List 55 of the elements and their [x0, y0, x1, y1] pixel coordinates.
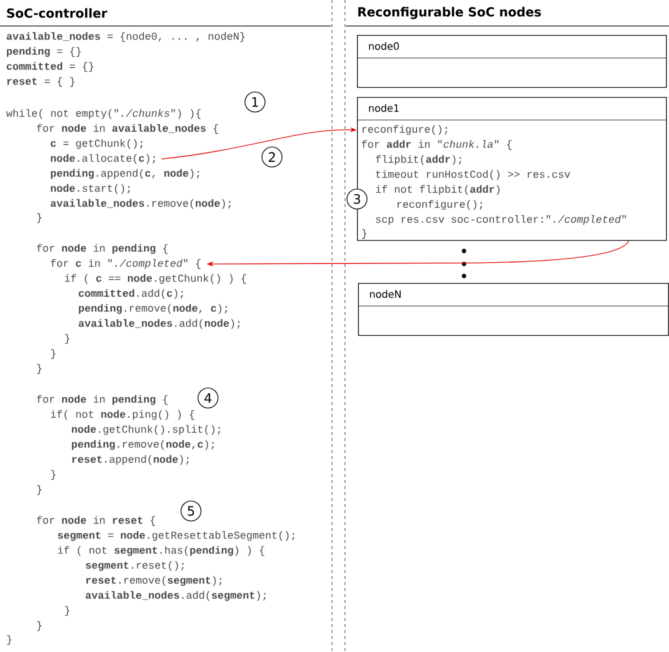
callout-number: 2 [262, 146, 282, 168]
code-line: flipbit(addr); [376, 155, 462, 165]
code-line: } [51, 470, 56, 480]
code-line: reset.remove(segment); [86, 576, 222, 586]
code-line: scp res.csv soc-controller:"./completed" [376, 215, 626, 225]
code-line: } [37, 485, 42, 495]
callout-number: 5 [180, 500, 202, 522]
code-line: if( not node.ping() ) { [50, 410, 194, 420]
code-line: pending.append(c, node); [50, 169, 200, 179]
code-line: available_nodes.add(segment); [86, 591, 266, 601]
code-line: committed.add(c); [78, 289, 184, 299]
callout-number: 1 [244, 92, 266, 112]
panel-heading: SoC-controller [7, 8, 108, 18]
code-line: committed = {} [6, 62, 94, 72]
code-line: for c in "./completed" { [50, 259, 201, 269]
code-line: segment = node.getResettableSegment(); [58, 531, 294, 541]
code-line: if not flipbit(addr) [376, 185, 500, 195]
code-line: for node in pending { [36, 244, 168, 254]
code-line: timeout runHostCod() >> res.csv [376, 170, 570, 180]
code-line: } [65, 606, 70, 616]
panel-heading: Reconfigurable SoC nodes [358, 6, 541, 20]
code-line: pending.remove(node, c); [78, 304, 228, 314]
code-line: if ( not segment.has(pending) ) { [58, 546, 264, 556]
code-line: reset = { } [7, 77, 74, 87]
code-line: } [37, 213, 42, 223]
code-line: pending.remove(node,c); [72, 440, 214, 450]
code-line: } [362, 229, 366, 239]
code-line: for node in available_nodes { [36, 124, 218, 134]
code-line: reconfigure(); [397, 200, 482, 210]
code-line: } [37, 364, 42, 374]
box-title: nodeN [370, 290, 401, 298]
code-line: available_nodes.add(node); [78, 319, 240, 329]
code-line: node.getChunk().split(); [72, 425, 220, 435]
code-line: } [65, 334, 70, 344]
code-line: while( not empty("./chunks") ){ [6, 109, 201, 119]
code-line: if ( c == node.getChunk() ) { [64, 274, 246, 284]
code-line: c = getChunk(); [50, 139, 142, 149]
code-line: reconfigure(); [362, 125, 448, 135]
code-line: for addr in "chunk.la" { [362, 140, 512, 150]
code-line: node.allocate(c); [50, 154, 156, 164]
code-line: for node in pending { [36, 395, 168, 405]
code-line: for node in reset { [36, 516, 156, 526]
code-line: node.start(); [50, 184, 130, 194]
code-line: pending = {} [6, 47, 81, 57]
code-line: } [7, 635, 12, 645]
code-line: available_nodes.remove(node); [50, 199, 231, 209]
callout-number: 3 [346, 188, 368, 210]
code-line: available_nodes = {node0, ... , nodeN} [6, 32, 244, 42]
box-title: node1 [369, 104, 399, 112]
callout-number: 4 [198, 388, 218, 408]
code-line: } [51, 349, 56, 359]
code-line: segment.reset(); [86, 561, 184, 571]
box-title: node0 [369, 42, 399, 50]
code-line: reset.append(node); [72, 455, 189, 465]
code-line: } [37, 621, 42, 631]
